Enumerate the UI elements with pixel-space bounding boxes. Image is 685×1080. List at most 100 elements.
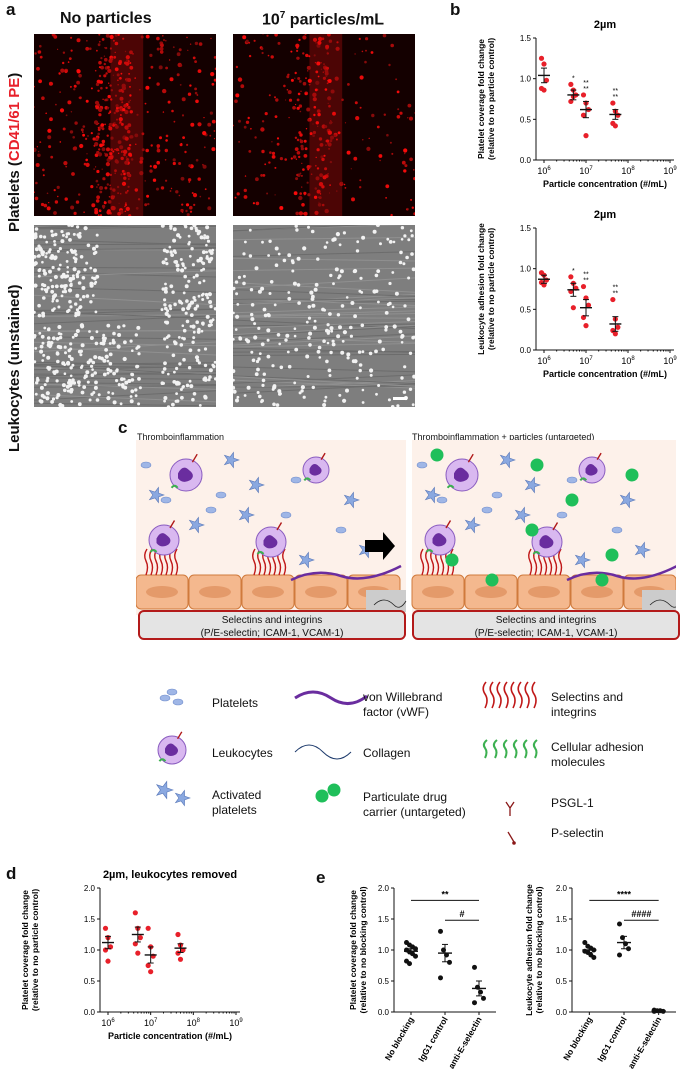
platelet-spot	[125, 206, 130, 211]
selectin	[425, 548, 430, 576]
leukocyte-spot	[50, 400, 54, 404]
leukocyte-spot	[234, 328, 238, 331]
leukocyte-spot	[325, 359, 329, 364]
leukocyte-spot	[246, 385, 251, 390]
platelet-spot	[98, 74, 102, 78]
leukocyte-spot	[187, 234, 191, 238]
platelet-spot	[322, 76, 326, 80]
micrograph-fiber	[34, 247, 216, 251]
leukocyte-spot	[58, 345, 63, 350]
platelet-spot	[327, 96, 332, 101]
platelet-spot	[317, 75, 320, 78]
leukocyte-spot	[86, 380, 90, 384]
leukocyte-spot	[233, 338, 235, 341]
x-tick-label: 107	[144, 1018, 158, 1028]
leukocyte-spot	[358, 289, 362, 293]
leukocyte-spot	[94, 250, 98, 254]
data-point	[568, 81, 574, 87]
platelet-spot	[109, 173, 113, 177]
leukocyte-spot	[377, 339, 382, 344]
platelet-spot	[244, 175, 247, 177]
platelet-spot	[128, 214, 132, 216]
tick-exponent: 7	[589, 166, 593, 172]
leukocyte-spot	[374, 349, 378, 354]
platelet-spot	[388, 63, 391, 67]
leukocyte-spot	[161, 370, 165, 374]
leukocyte-spot	[34, 255, 37, 259]
platelet-spot	[306, 65, 311, 70]
platelet-spot	[304, 147, 308, 151]
platelet-spot	[270, 55, 274, 59]
platelet-spot	[117, 192, 119, 194]
platelet-spot	[301, 162, 303, 164]
platelet-spot	[332, 111, 336, 116]
platelet-spot	[123, 176, 127, 180]
platelet-spot	[39, 141, 42, 143]
platelet-spot	[245, 39, 249, 43]
platelet-spot	[313, 54, 316, 57]
platelet-spot	[49, 117, 53, 122]
platelet-spot	[99, 209, 102, 211]
leukocyte-spot	[64, 351, 67, 355]
platelet-spot	[159, 46, 164, 51]
platelet-spot	[330, 135, 334, 140]
platelet-spot	[359, 106, 362, 109]
leukocyte-spot	[258, 352, 262, 355]
tick-base: 10	[621, 356, 631, 366]
platelet-spot	[126, 173, 130, 177]
platelet-spot	[144, 102, 147, 105]
platelet-spot	[195, 99, 199, 104]
leukocyte-spot	[391, 305, 395, 309]
leukocyte-spot	[131, 349, 134, 352]
leukocyte-spot	[388, 301, 392, 306]
leukocyte-spot	[95, 398, 100, 402]
platelet-spot	[140, 35, 144, 39]
leukocyte-spot	[236, 395, 240, 399]
platelet-spot	[72, 136, 75, 139]
leukocyte-spot	[192, 225, 197, 228]
platelet-spot	[110, 148, 113, 151]
platelet-spot	[186, 143, 189, 146]
platelet-spot	[414, 112, 415, 114]
leukocyte-spot	[102, 372, 107, 377]
platelet-spot	[399, 111, 403, 115]
leukocyte-spot	[85, 261, 89, 265]
leukocyte-spot	[106, 323, 111, 328]
leukocyte-spot	[77, 234, 82, 239]
leukocyte-spot	[41, 283, 45, 287]
leukocyte-spot	[191, 263, 195, 267]
platelet-spot	[98, 107, 103, 113]
leukocyte-spot	[350, 301, 355, 305]
leukocyte-spot	[34, 360, 37, 364]
leukocyte-spot	[195, 320, 199, 324]
tick-exponent: 8	[631, 356, 635, 362]
platelet-spot	[114, 41, 119, 46]
leukocyte-spot	[402, 262, 406, 266]
platelet-spot	[176, 73, 180, 77]
platelet-spot	[413, 169, 415, 171]
platelet-spot	[315, 156, 317, 159]
leukocyte-spot	[340, 350, 345, 355]
leukocyte-spot	[107, 391, 110, 394]
platelet-spot	[382, 34, 387, 38]
leukocyte-spot	[89, 300, 93, 304]
leukocyte-spot	[52, 294, 56, 299]
leukocyte-spot	[403, 365, 407, 369]
leukocyte-spot	[321, 307, 325, 312]
leukocyte-spot	[196, 258, 200, 263]
platelet-spot	[105, 162, 110, 167]
leukocyte-spot	[374, 289, 379, 293]
y-tick-label: 1.0	[556, 946, 568, 955]
leukocyte-spot	[178, 300, 183, 304]
platelet-spot	[104, 200, 106, 203]
leukocyte-spot	[340, 304, 345, 308]
panel-b-letter: b	[450, 0, 461, 19]
micrograph-fiber	[233, 225, 369, 232]
platelet-spot	[328, 39, 333, 43]
data-point	[145, 925, 151, 931]
platelet-spot	[127, 130, 131, 134]
micrograph-fiber	[233, 375, 415, 384]
leukocyte-nucleus	[432, 533, 447, 547]
platelet-spot	[146, 194, 150, 198]
leukocyte-spot	[137, 345, 141, 348]
